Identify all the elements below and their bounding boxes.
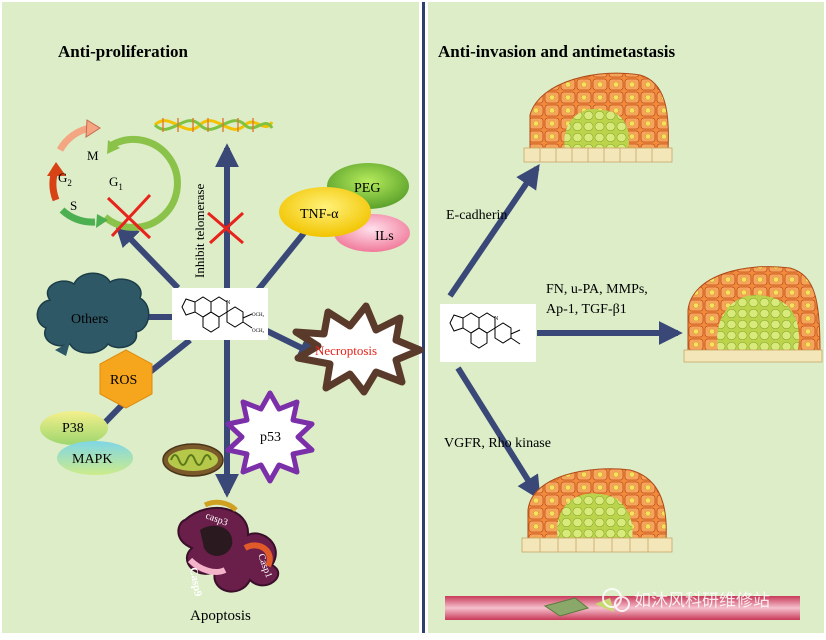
left-panel-title: Anti-proliferation [58, 42, 189, 61]
apoptosis-label: Apoptosis [190, 608, 251, 624]
mapk-label: MAPK [72, 452, 112, 467]
p38-mapk-group: P38 MAPK [40, 411, 133, 475]
watermark-text: 如沐风科研维修站 [634, 591, 770, 610]
others-cloud: Others [36, 272, 150, 356]
cell-cycle-phase-g1: G1 [109, 174, 123, 192]
p38-label: P38 [62, 421, 84, 436]
others-label: Others [71, 312, 108, 327]
inhibition-cross-telomerase [207, 211, 245, 245]
svg-text:OCH₃: OCH₃ [252, 313, 265, 318]
p53-starburst: p53 [225, 390, 315, 484]
necroptosis-starburst: Necroptosis [292, 302, 424, 396]
p38-ellipse [40, 411, 108, 445]
dna-helix-icon [153, 118, 274, 132]
tnf-ellipse [279, 187, 371, 237]
casp9-label: Casp9 [187, 566, 204, 597]
vgfr-label: VGFR, Rho kinase [444, 436, 551, 451]
tumor-mound-top [523, 72, 673, 163]
cell-cycle-phase-s: S [70, 198, 77, 213]
ecadherin-label: E-cadherin [446, 208, 507, 223]
markers-label-line2: Ap-1, TGF-β1 [546, 302, 627, 317]
ils-label: ILs [375, 229, 394, 244]
cytokines-group: PEG TNF-α ILs [279, 163, 410, 252]
inhibition-cross-cell-cycle [106, 193, 152, 240]
tnf-label: TNF-α [300, 207, 339, 222]
blood-vessel-icon [445, 596, 800, 620]
watermark: 如沐风科研维修站 [602, 588, 770, 612]
necroptosis-label: Necroptosis [315, 343, 377, 358]
apoptosis-complex-icon: Casp9 casp3 Casp1 [177, 499, 280, 598]
svg-text:N: N [494, 316, 499, 322]
ros-hexagon: ROS [99, 349, 153, 409]
arrow-to-tumor-bottom [455, 366, 541, 501]
cell-cycle-diagram: M G2 S G1 [47, 119, 181, 231]
telomerase-label: Inhibit telomerase [192, 184, 207, 278]
tumor-mound-bottom [521, 468, 673, 553]
tumor-mound-middle [683, 266, 823, 363]
markers-label-line1: FN, u-PA, MMPs, [546, 282, 648, 297]
right-arrows [447, 164, 683, 501]
cell-cycle-phase-m: M [87, 148, 99, 163]
peg-label: PEG [354, 181, 380, 196]
svg-text:N: N [226, 300, 231, 306]
svg-text:OCH₃: OCH₃ [252, 329, 265, 334]
berberine-molecule-right: N [440, 304, 536, 362]
ros-label: ROS [110, 373, 137, 388]
berberine-molecule-left: N OCH₃ OCH₃ [172, 288, 268, 340]
arrow-to-cell-cycle [114, 222, 181, 291]
p53-label: p53 [260, 430, 281, 445]
cell-cycle-phase-g2: G2 [58, 170, 72, 188]
mitochondrion-icon [162, 443, 224, 477]
right-panel-title: Anti-invasion and antimetastasis [438, 42, 675, 61]
arrow-to-tumor-top [447, 164, 540, 298]
line-to-cytokines [255, 226, 311, 292]
left-arrows [114, 143, 323, 498]
mapk-ellipse [57, 441, 133, 475]
